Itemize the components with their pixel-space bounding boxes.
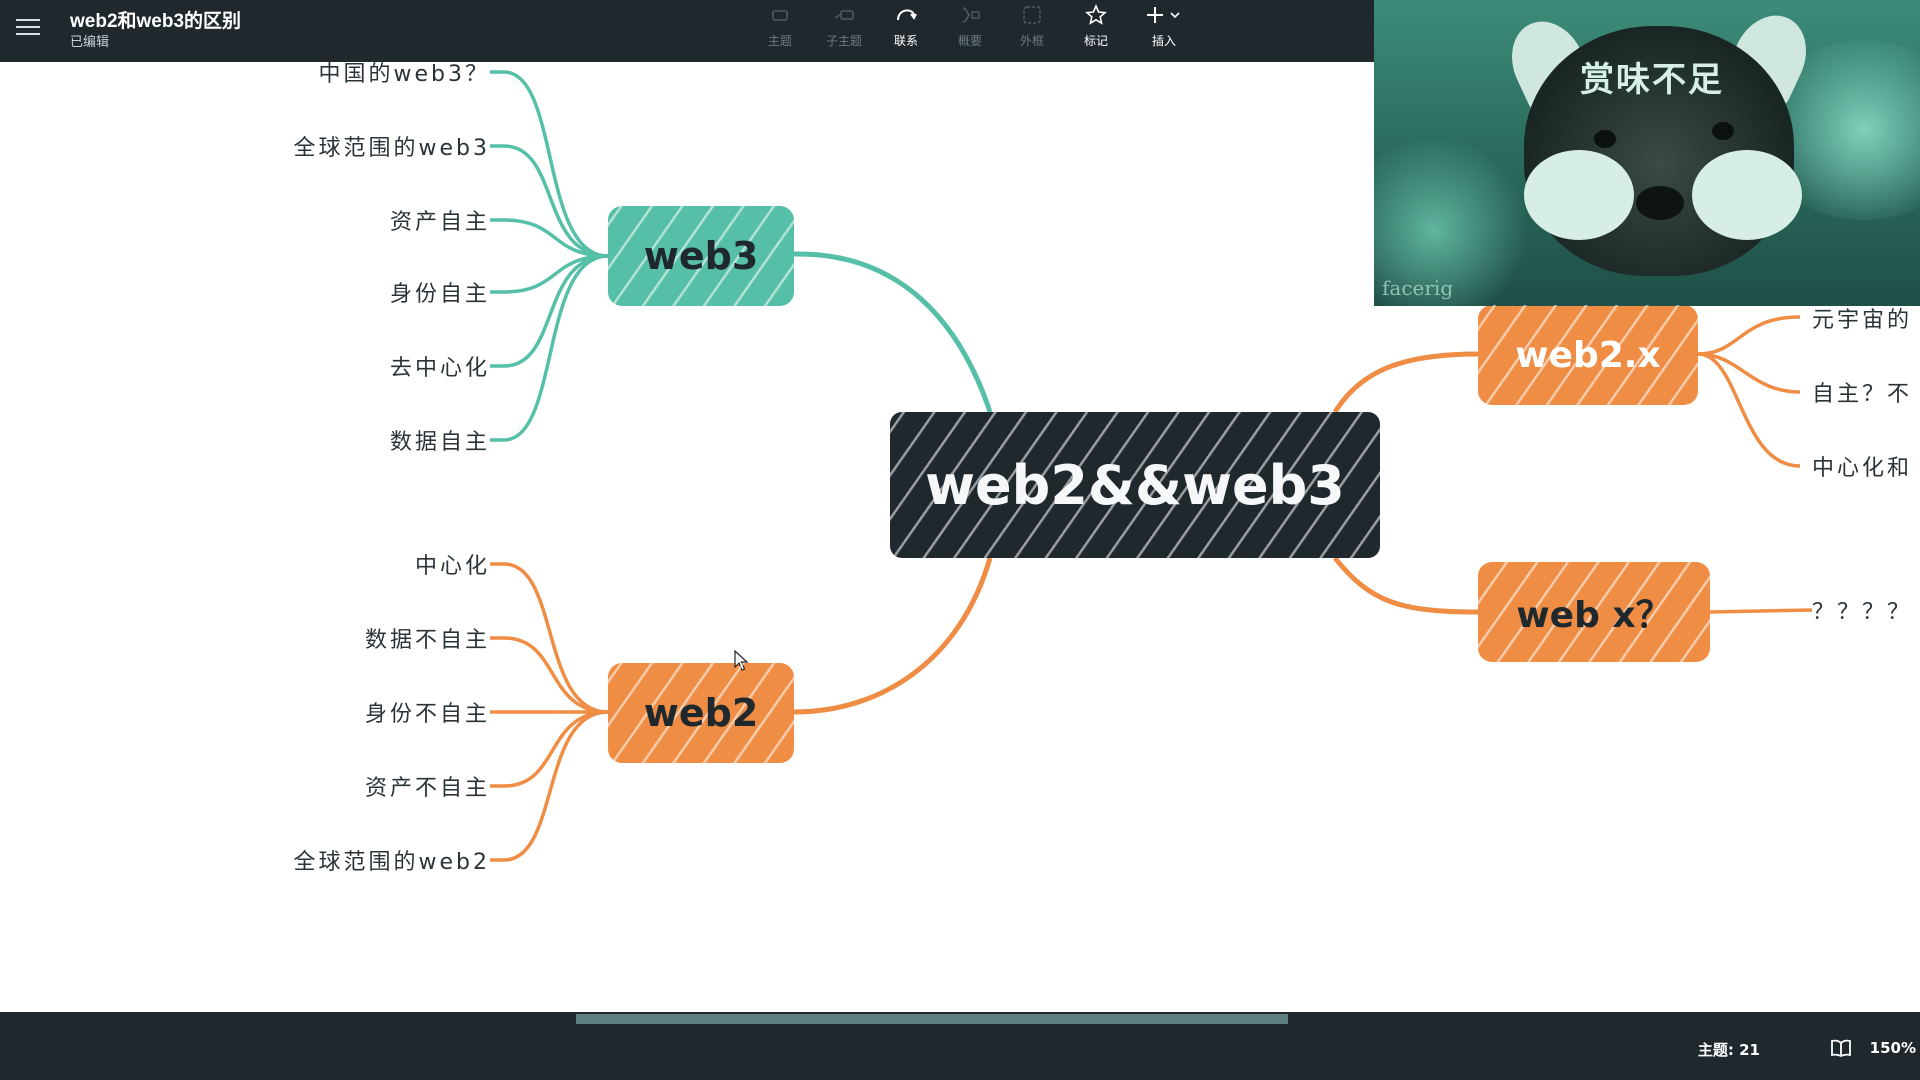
subtopic-webx-0[interactable]: ？？？？ xyxy=(1812,600,1913,625)
toolbar-subtopic-button[interactable]: 子主题 xyxy=(816,4,872,56)
outline-book-icon[interactable] xyxy=(1830,1038,1852,1058)
web2x-hatch-texture xyxy=(1478,305,1698,405)
avatar-cheek xyxy=(1692,150,1802,240)
avatar-eye xyxy=(1594,130,1616,148)
scrollbar-thumb[interactable] xyxy=(576,1014,1288,1024)
toolbar-summary-label: 概要 xyxy=(957,34,982,48)
summary-icon xyxy=(962,7,980,23)
toolbar-relationship-button[interactable]: 联系 xyxy=(878,4,934,56)
toolbar-summary-button[interactable]: 概要 xyxy=(942,4,998,56)
document-title[interactable]: web2和web3的区别 xyxy=(70,11,242,32)
subtopic-web2-1[interactable]: 数据不自主 xyxy=(364,628,490,653)
subtopic-web3-2[interactable]: 资产自主 xyxy=(389,210,490,235)
topic-web2-label: web2 xyxy=(643,691,759,735)
video-caption: 赏味不足 xyxy=(1580,60,1724,100)
subtopic-web2-3[interactable]: 资产不自主 xyxy=(364,776,490,801)
subtopic-web2x-0[interactable]: 元宇宙的 xyxy=(1812,308,1913,333)
relationship-icon xyxy=(897,9,917,21)
topic-web2x[interactable]: web2.x xyxy=(1478,305,1698,405)
toolbar-topic-label: 主题 xyxy=(767,34,792,48)
horizontal-scrollbar[interactable] xyxy=(0,1012,1920,1026)
topic-count: 主题: 21 xyxy=(1697,1041,1760,1059)
topic-web3-label: web3 xyxy=(643,234,759,278)
subtopic-web3-0[interactable]: 中国的web3？ xyxy=(318,62,490,87)
web3-hatch-texture xyxy=(608,206,794,306)
subtopic-web3-3[interactable]: 身份自主 xyxy=(389,282,490,307)
toolbar-marker-button[interactable]: 标记 xyxy=(1068,4,1124,56)
topic-web3[interactable]: web3 xyxy=(608,206,794,306)
video-watermark: facerig xyxy=(1382,276,1454,300)
root-hatch-texture xyxy=(890,412,1380,558)
web2-hatch-texture xyxy=(608,663,794,763)
subtopic-web3-1[interactable]: 全球范围的web3 xyxy=(293,136,490,161)
toolbar-relationship-label: 联系 xyxy=(893,34,918,48)
webcam-overlay: 赏味不足 facerig xyxy=(1374,0,1920,306)
toolbar-marker-label: 标记 xyxy=(1083,34,1108,48)
topic-web2[interactable]: web2 xyxy=(608,663,794,763)
toolbar-subtopic-label: 子主题 xyxy=(825,34,862,48)
subtopic-web2-4[interactable]: 全球范围的web2 xyxy=(293,850,490,875)
toolbar-insert-button[interactable]: 插入 xyxy=(1136,4,1192,56)
subtopic-web2x-1[interactable]: 自主？不 xyxy=(1812,382,1913,407)
subtopic-web2x-2[interactable]: 中心化和 xyxy=(1812,456,1913,481)
add-topic-icon xyxy=(772,10,788,21)
toolbar-boundary-button[interactable]: 外框 xyxy=(1004,4,1060,56)
zoom-level[interactable]: 150% xyxy=(1869,1039,1916,1057)
avatar-cheek xyxy=(1524,150,1634,240)
subtopic-web3-4[interactable]: 去中心化 xyxy=(389,356,490,381)
topic-webx[interactable]: web x？ xyxy=(1478,562,1710,662)
subtopic-web2-2[interactable]: 身份不自主 xyxy=(364,702,490,727)
star-marker-icon xyxy=(1085,4,1107,25)
toolbar-insert-label: 插入 xyxy=(1151,34,1176,48)
subtopic-web3-5[interactable]: 数据自主 xyxy=(389,430,490,455)
root-topic[interactable]: web2&&web3 xyxy=(890,412,1380,558)
root-topic-label: web2&&web3 xyxy=(925,453,1345,517)
topic-webx-label: web x？ xyxy=(1516,595,1672,636)
avatar-nose xyxy=(1636,186,1684,220)
toolbar-topic-button[interactable]: 主题 xyxy=(752,4,808,56)
subtopic-web2-0[interactable]: 中心化 xyxy=(414,554,490,579)
document-status: 已编辑 xyxy=(70,35,110,50)
branch-connectors xyxy=(490,70,1813,862)
add-subtopic-icon xyxy=(834,10,854,20)
status-bar: 主题: 21 150% xyxy=(0,1026,1920,1080)
avatar-eye xyxy=(1712,122,1734,140)
toolbar-boundary-label: 外框 xyxy=(1019,34,1044,48)
topic-web2x-label: web2.x xyxy=(1515,334,1661,376)
insert-plus-icon xyxy=(1147,7,1180,23)
webx-hatch-texture xyxy=(1478,562,1710,662)
hamburger-menu-icon[interactable] xyxy=(14,14,42,38)
boundary-icon xyxy=(1023,6,1041,24)
